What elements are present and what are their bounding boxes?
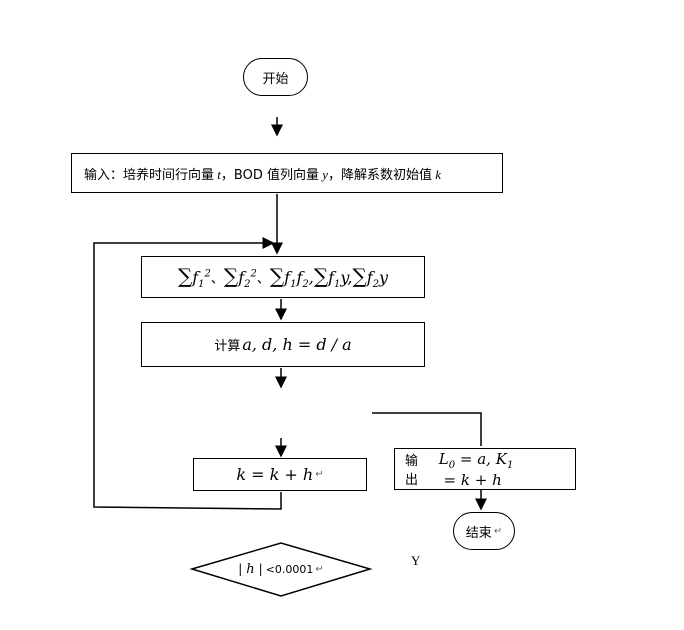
sigma-symbol: ∑ [223,263,239,288]
sigma-symbol: ∑ [269,263,285,288]
sigma-symbol: ∑ [352,263,367,288]
return-mark: ↵ [493,525,503,537]
subscript: 0 [448,459,456,471]
yes-branch-line [372,412,482,446]
y-term: y [340,267,348,287]
f-term: f [328,267,335,287]
update-box: k = k + h ↵ [193,458,367,491]
subscript: 1 [334,279,341,291]
return-mark: ↵ [315,469,324,480]
f-term: f [192,267,199,287]
return-mark: ↵ [315,563,324,575]
compute-box: 计算 a, d, h = d / a [141,322,425,367]
comma: , [347,267,353,287]
yes-label: Y [411,553,421,568]
L-term: L [438,449,449,468]
decision-condition: <0.0001 [265,562,314,576]
loop-return-line [93,237,282,510]
decision-text: | h | <0.0001 ↵ [192,557,370,581]
sums-formula: ∑f12、∑f22、∑f1f2,∑f1y,∑f2y [178,264,388,290]
input-var-k: k [435,166,442,182]
end-label: 结束 [465,525,492,541]
separator: 、 [210,271,224,287]
sigma-symbol: ∑ [177,263,193,288]
subscript: 1 [506,459,514,471]
f-term: f [238,267,245,287]
subscript: 2 [372,279,380,291]
subscript: 1 [290,279,297,291]
superscript: 2 [204,268,211,280]
sigma-symbol: ∑ [313,263,329,288]
superscript: 2 [250,268,257,280]
decision-var-h: h [246,561,255,577]
compute-label: 计算 [214,339,241,354]
abs-right: | [258,562,263,576]
end-terminator: 结束 ↵ [453,512,515,550]
comma: , [308,267,314,287]
output-box: 输出 L0 = a, K1 = k + h [394,448,576,490]
input-label-mid2: ，降解系数初始值 [328,167,433,183]
separator: 、 [256,271,270,287]
y-term: y [379,267,389,287]
equation-part: = k + h [438,470,502,489]
f-term: f [284,267,291,287]
f-term: f [366,267,373,287]
compute-formula: a, d, h = d / a [242,335,352,354]
update-formula: k = k + h [236,465,314,484]
input-var-t: t [217,166,221,182]
equation-part: = a, [455,449,496,468]
output-formula: L0 = a, K1 = k + h [439,450,575,489]
f-term: f [296,267,303,287]
output-label: 输出 [405,454,419,488]
start-terminator: 开始 [243,58,308,96]
input-var-y: y [322,166,328,182]
subscript: 1 [198,279,205,291]
abs-left: | [238,562,243,576]
input-label: 输入：培养时间行向量 t，BOD 值列向量 y，降解系数初始值 k [84,164,441,183]
input-label-prefix: 输入：培养时间行向量 [84,167,215,183]
sums-box: ∑f12、∑f22、∑f1f2,∑f1y,∑f2y [141,256,425,298]
subscript: 2 [302,279,309,291]
input-box: 输入：培养时间行向量 t，BOD 值列向量 y，降解系数初始值 k [71,153,503,193]
K-term: K [495,449,507,468]
input-label-mid1: ，BOD 值列向量 [220,167,319,183]
start-label: 开始 [262,71,289,87]
decision-diamond [189,542,373,597]
subscript: 2 [244,279,251,291]
